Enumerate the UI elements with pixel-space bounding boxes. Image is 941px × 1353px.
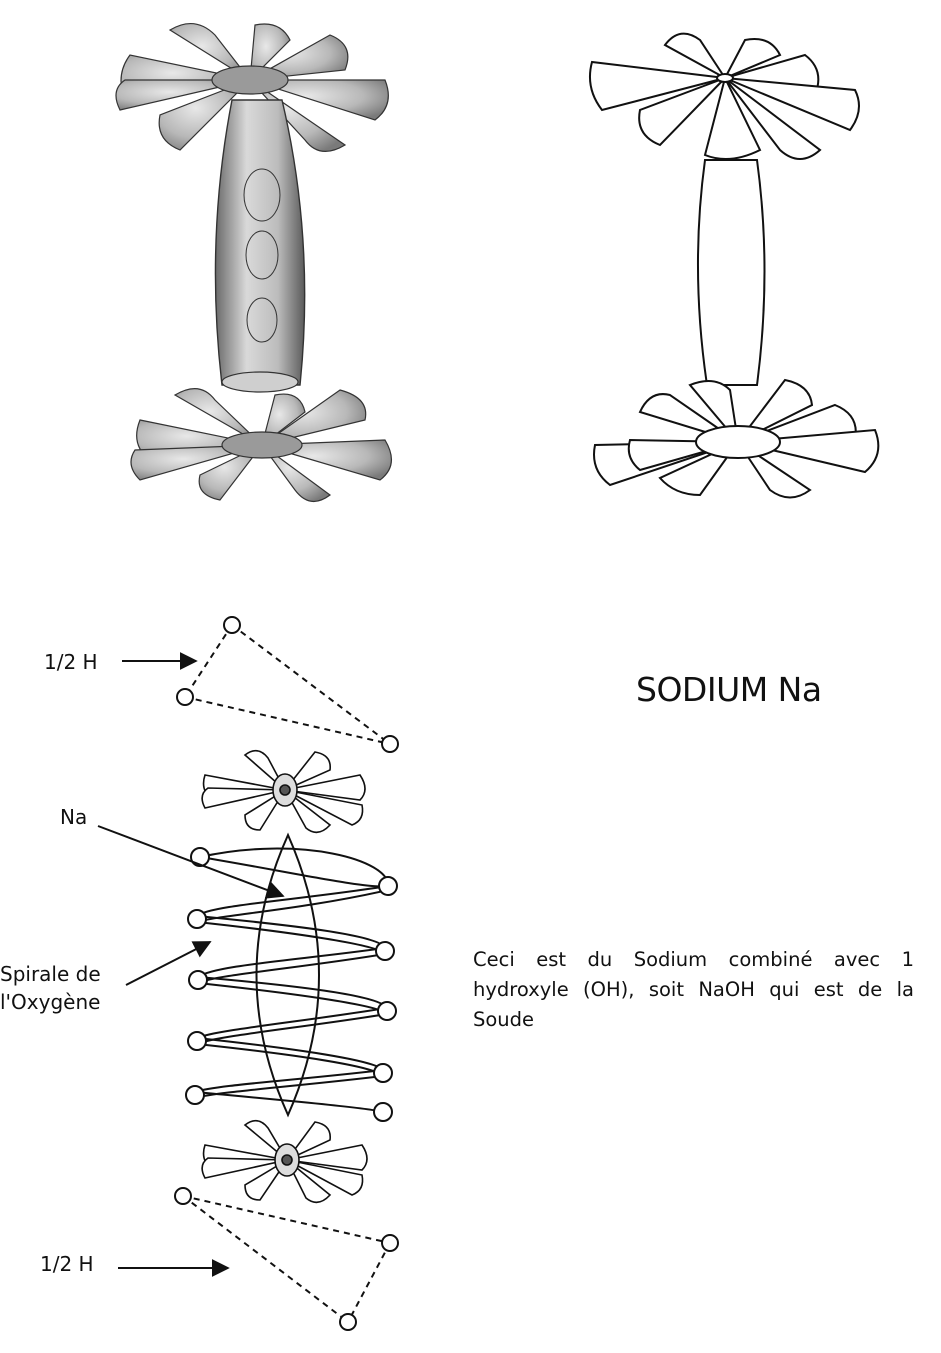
bottom-h-triangle [174, 1187, 399, 1331]
line-shaft [697, 159, 766, 386]
shaded-atom-sketch [115, 23, 392, 502]
label-spiral-line1: Spirale de [0, 962, 101, 986]
label-spiral-line2: l'Oxygène [0, 990, 101, 1014]
bottom-small-atom [201, 1119, 368, 1204]
line-atom-drawing [589, 32, 880, 499]
shaded-top-funnels [115, 23, 389, 152]
description-text: Ceci est du Sodium combiné avec 1 hydrox… [473, 948, 914, 1031]
arrow-spiral [125, 941, 212, 986]
label-na: Na [60, 805, 88, 829]
arrow-na [97, 825, 285, 899]
top-small-atom [201, 749, 366, 834]
label-half-h-top: 1/2 H [44, 650, 98, 674]
shaded-shaft [214, 99, 306, 386]
naoh-schematic [97, 616, 399, 1331]
line-top-funnels [589, 32, 860, 160]
label-oxygen-spiral: Spirale de l'Oxygène [0, 960, 120, 1016]
line-bottom-funnels [593, 378, 880, 499]
top-h-triangle [176, 616, 399, 753]
page-title: SODIUM Na [636, 670, 822, 709]
oxygen-spiral [185, 847, 398, 1122]
shaded-bottom-funnels [130, 388, 392, 502]
label-half-h-bottom: 1/2 H [40, 1252, 94, 1276]
